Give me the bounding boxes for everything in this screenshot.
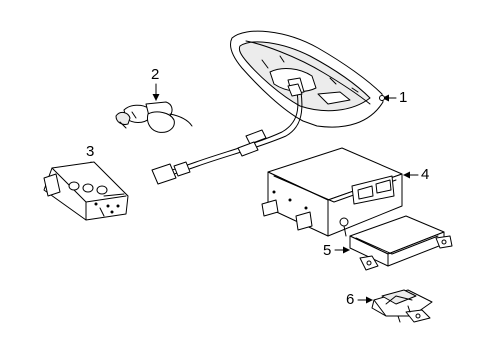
callout-2: 2 (151, 66, 160, 83)
part-6-sensor-bracket (371, 289, 433, 323)
antenna-cable (151, 83, 303, 185)
part-4-control-unit (261, 147, 403, 237)
part-2-sensor (115, 101, 193, 133)
part-5-module (349, 215, 453, 271)
part-1-antenna-housing (229, 30, 385, 128)
part-3-control-module (43, 161, 129, 221)
callout-4: 4 (421, 166, 430, 183)
callout-6: 6 (346, 291, 355, 308)
callout-3: 3 (86, 143, 95, 160)
callout-1: 1 (399, 89, 408, 106)
callout-5: 5 (323, 242, 332, 259)
